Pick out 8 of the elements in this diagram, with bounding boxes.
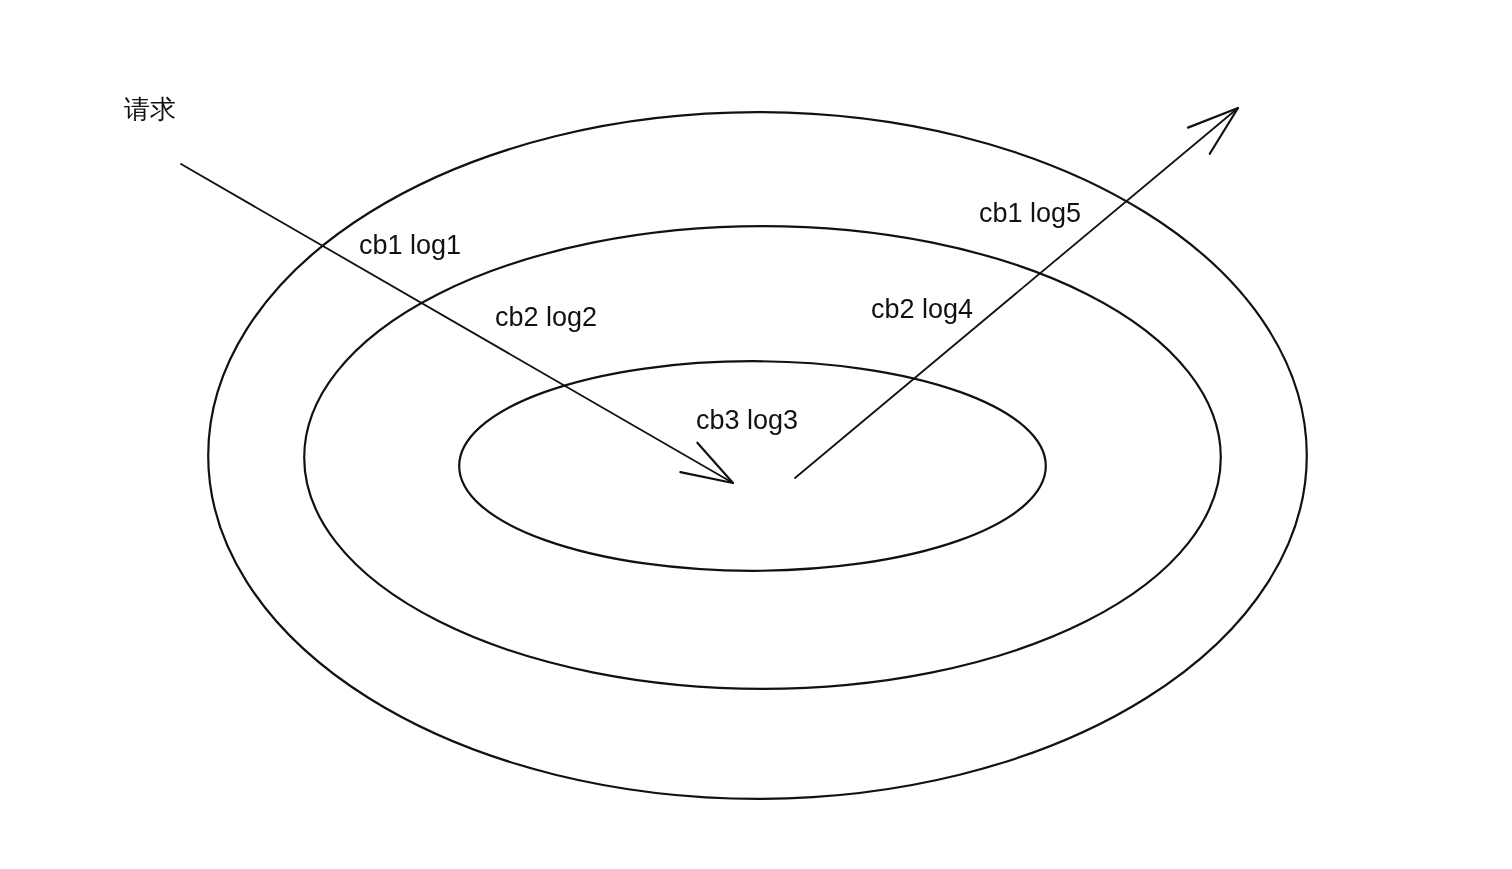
label: cb1 log5 xyxy=(979,200,1082,227)
arrow xyxy=(794,106,1240,479)
label: cb1 log1 xyxy=(359,232,462,259)
label: cb2 log4 xyxy=(871,296,974,323)
label: cb3 log3 xyxy=(696,407,799,434)
label: cb2 log2 xyxy=(495,304,598,331)
label: 请求 xyxy=(124,96,176,122)
arrow xyxy=(180,163,735,485)
